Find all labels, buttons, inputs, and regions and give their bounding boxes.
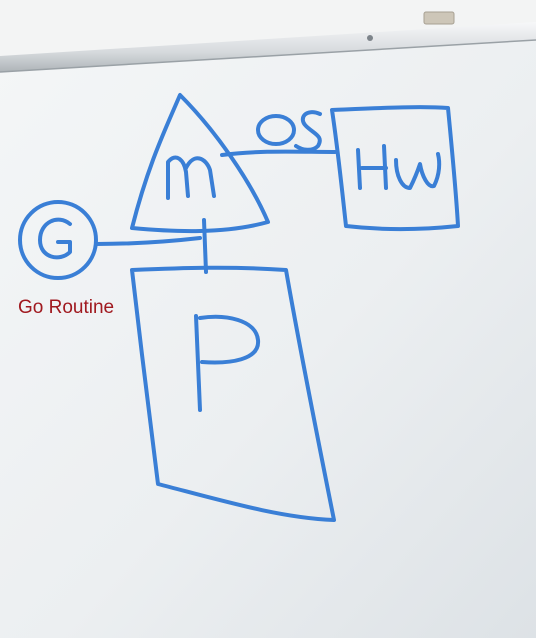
rail-clip bbox=[423, 11, 455, 25]
letter-h-stroke bbox=[356, 144, 388, 190]
rail-screw bbox=[367, 35, 373, 41]
go-routine-annotation: Go Routine bbox=[18, 297, 115, 318]
os-connector-line bbox=[220, 149, 337, 157]
g-connector-line bbox=[94, 236, 202, 246]
letter-s-stroke bbox=[294, 110, 322, 152]
letter-o-stroke bbox=[256, 114, 296, 146]
m-to-p-connector bbox=[202, 218, 208, 274]
whiteboard-surface bbox=[0, 40, 536, 638]
letter-g-stroke bbox=[38, 217, 72, 260]
p-box bbox=[130, 265, 336, 522]
whiteboard-top-rail bbox=[0, 22, 536, 72]
rail-edge bbox=[0, 39, 536, 73]
hw-box bbox=[330, 105, 460, 231]
letter-p-stroke bbox=[194, 314, 260, 412]
letter-m-stroke bbox=[166, 155, 216, 200]
letter-w-stroke bbox=[394, 152, 442, 190]
g-circle bbox=[18, 200, 98, 280]
